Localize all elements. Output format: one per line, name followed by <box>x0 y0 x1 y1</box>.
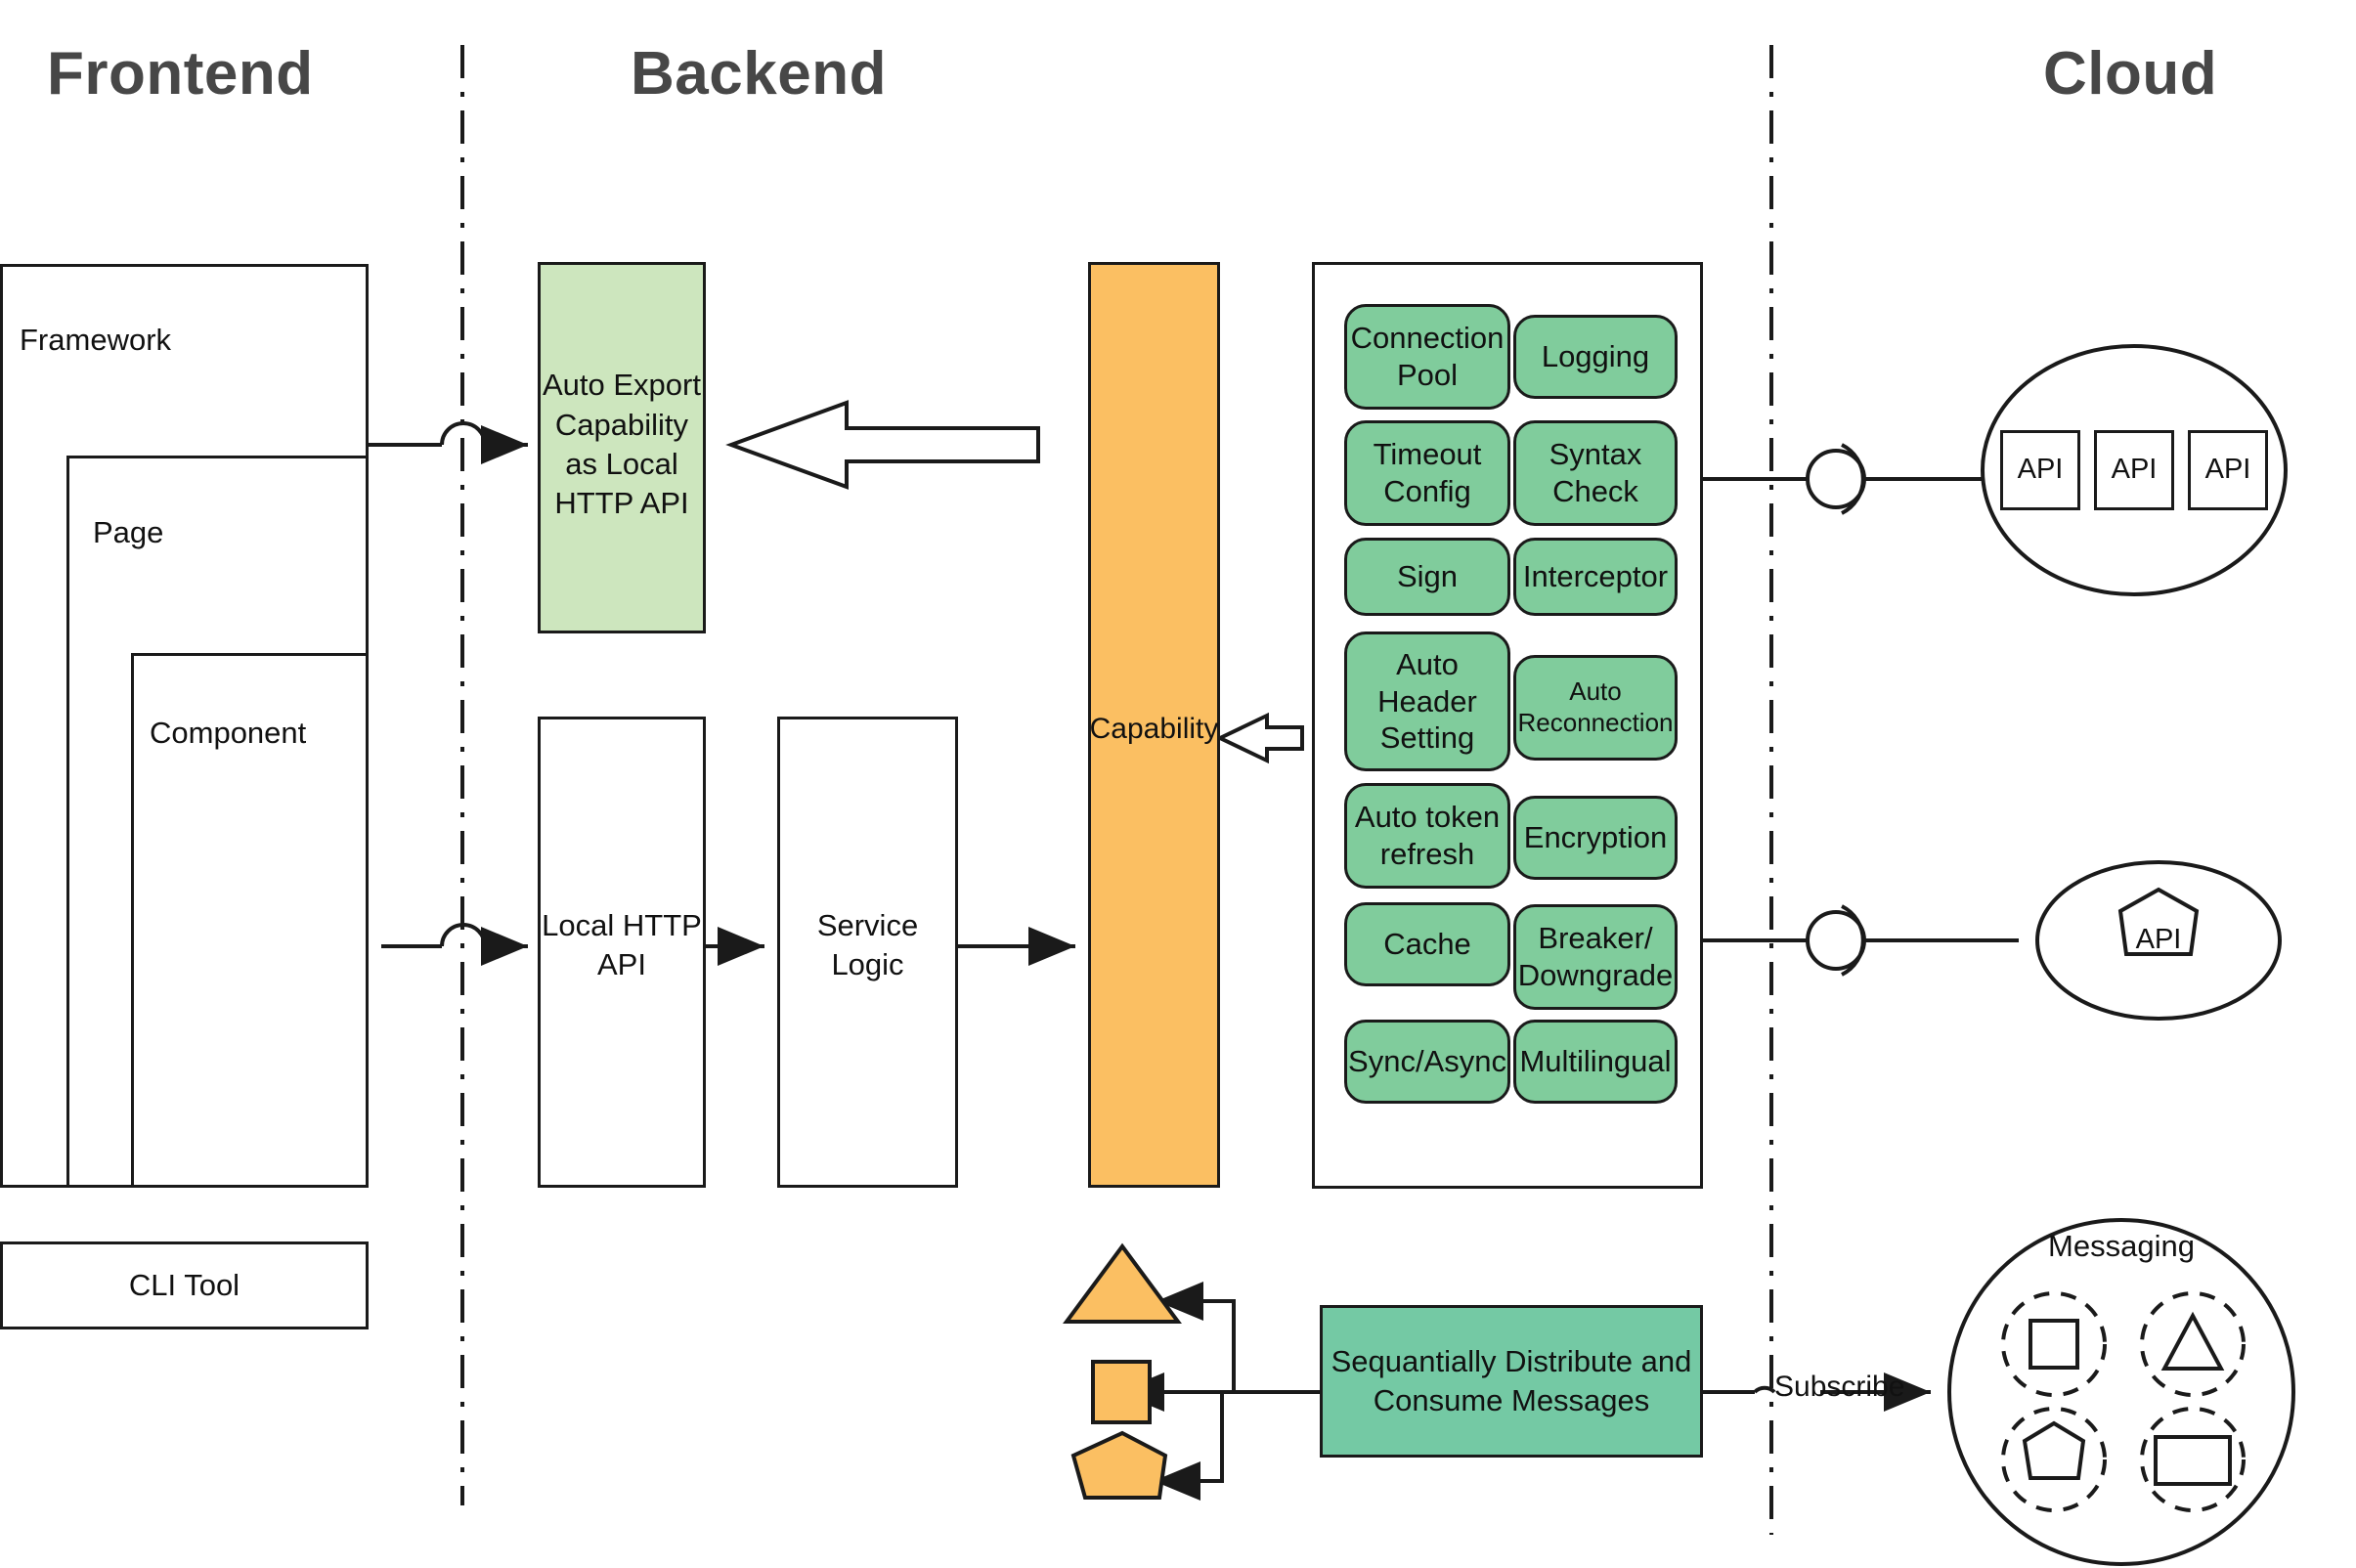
capability-pill-syntax-check[interactable]: Syntax Check <box>1513 420 1678 526</box>
capability-bar-label: Capability <box>1089 712 1219 745</box>
page-label: Page <box>93 515 164 549</box>
dashed-circle-triangle <box>2140 1291 2246 1397</box>
messaging-box-label: Sequantially Distribute and Consume Mess… <box>1331 1343 1692 1417</box>
block-arrow-capabilities-to-autoexport <box>725 400 1040 490</box>
api-box-2[interactable] <box>2094 430 2174 510</box>
messaging-box[interactable] <box>1320 1305 1703 1458</box>
messaging-ellipse <box>1947 1218 2295 1566</box>
dashed-circle-rectangle <box>2140 1407 2246 1512</box>
api-box-3[interactable] <box>2188 430 2268 510</box>
api-box-1[interactable] <box>2000 430 2080 510</box>
connector-messaging-to-shapes <box>1117 1282 1320 1501</box>
capability-pill-auto-header-setting[interactable]: Auto Header Setting <box>1344 632 1510 771</box>
square-token <box>2029 1319 2079 1370</box>
ball-socket-upper <box>1806 443 1989 515</box>
cli-tool-label: CLI Tool <box>128 1267 240 1302</box>
auto-export-label: Auto Export Capability as Local HTTP API <box>543 368 701 521</box>
api-heptagon-label: API <box>2135 924 2182 956</box>
zone-title-cloud: Cloud <box>2043 40 2218 108</box>
zone-title-backend: Backend <box>631 40 887 108</box>
rectangle-token <box>2154 1435 2232 1486</box>
capability-pill-multilingual[interactable]: Multilingual <box>1513 1020 1678 1104</box>
capability-pill-logging[interactable]: Logging <box>1513 315 1678 399</box>
capability-pill-timeout-config[interactable]: Timeout Config <box>1344 420 1510 526</box>
zone-title-frontend: Frontend <box>47 40 314 108</box>
dashed-circle-square <box>2001 1291 2107 1397</box>
local-http-api-label: Local HTTP API <box>542 907 702 981</box>
capability-pill-connection-pool[interactable]: Connection Pool <box>1344 304 1510 410</box>
component-label: Component <box>150 716 307 750</box>
local-http-api-box[interactable] <box>538 717 706 1188</box>
heptagon-token <box>2022 1420 2086 1480</box>
framework-label: Framework <box>20 323 172 357</box>
connector-framework-to-autoexport <box>369 421 528 464</box>
api-box-3-label: API <box>2204 454 2251 486</box>
capability-pill-auto-token-refresh[interactable]: Auto token refresh <box>1344 783 1510 889</box>
service-logic-box[interactable] <box>777 717 958 1188</box>
capability-pill-cache[interactable]: Cache <box>1344 902 1510 986</box>
capability-pill-sign[interactable]: Sign <box>1344 538 1510 616</box>
connector-component-to-localapi <box>381 923 528 966</box>
dashed-circle-heptagon <box>2001 1407 2107 1512</box>
capability-pill-encryption[interactable]: Encryption <box>1513 796 1678 880</box>
block-arrow-capabilitylist-to-capability <box>1215 712 1304 764</box>
capability-bar[interactable] <box>1088 262 1220 1188</box>
square-shape <box>1091 1360 1152 1424</box>
component-box[interactable] <box>131 653 369 1188</box>
api-box-2-label: API <box>2111 454 2158 486</box>
triangle-shape <box>1063 1242 1182 1324</box>
service-logic-label: Service Logic <box>816 907 919 981</box>
auto-export-box[interactable] <box>538 262 706 633</box>
heptagon-shape <box>1070 1430 1168 1500</box>
subscribe-label: Subscribe <box>1774 1371 1905 1403</box>
messaging-title: Messaging <box>2048 1228 2195 1263</box>
capability-pill-auto-reconnection[interactable]: Auto Reconnection <box>1513 655 1678 761</box>
capability-pill-breaker-downgrade[interactable]: Breaker/ Downgrade <box>1513 904 1678 1010</box>
ball-socket-lower <box>1806 904 2019 977</box>
cli-tool-box[interactable] <box>0 1241 369 1329</box>
capability-pill-interceptor[interactable]: Interceptor <box>1513 538 1678 616</box>
api-box-1-label: API <box>2017 454 2064 486</box>
triangle-token <box>2160 1311 2225 1371</box>
capability-pill-sync-async[interactable]: Sync/Async <box>1344 1020 1510 1104</box>
